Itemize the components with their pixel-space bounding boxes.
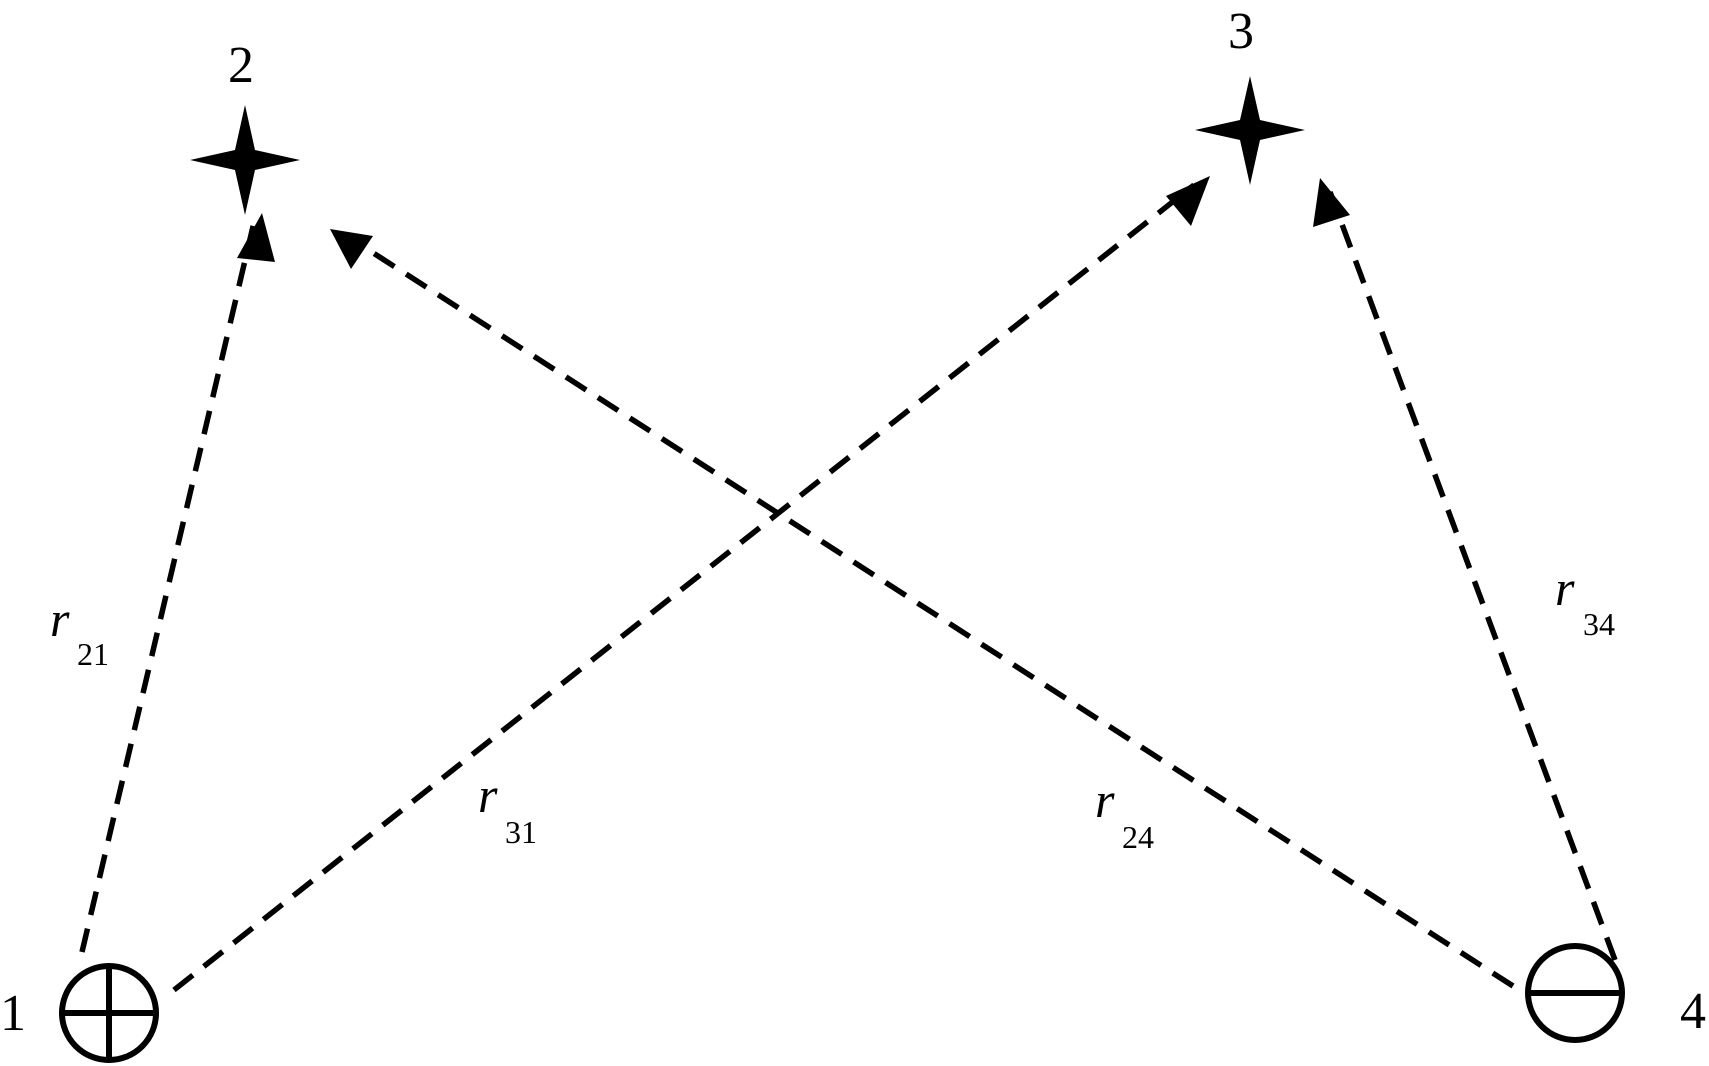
vector-r34-arrowhead xyxy=(1313,178,1350,227)
vector-r21-sub: 21 xyxy=(77,636,109,672)
vector-r21-line xyxy=(79,217,258,953)
vector-r31-label: r 31 xyxy=(478,767,537,850)
vector-r34-var: r xyxy=(1555,560,1575,616)
vector-r24-line xyxy=(348,235,1515,989)
vector-r31-line xyxy=(172,182,1196,993)
vector-r34-sub: 34 xyxy=(1583,606,1615,642)
node-1-circle-plus-icon xyxy=(59,963,159,1063)
vector-r34-label: r 34 xyxy=(1555,560,1615,642)
vector-r34-line xyxy=(1327,191,1618,961)
node-2-label: 2 xyxy=(228,37,254,94)
node-3-four-point-star-icon xyxy=(1195,76,1305,185)
node-3-label: 3 xyxy=(1228,3,1254,60)
node-4-label: 4 xyxy=(1680,983,1706,1040)
vector-r24-arrowhead xyxy=(330,229,373,269)
node-4-circle-minus-icon xyxy=(1525,943,1625,1043)
vector-r31-var: r xyxy=(478,767,498,823)
vector-r21-arrowhead xyxy=(237,213,275,262)
vector-r31-arrowhead xyxy=(1166,176,1210,226)
vector-r21-var: r xyxy=(50,591,70,647)
vector-r21-label: r 21 xyxy=(50,591,109,672)
node-1-label: 1 xyxy=(0,985,26,1042)
vector-r24-var: r xyxy=(1095,772,1115,828)
vector-r24-sub: 24 xyxy=(1122,819,1154,855)
vector-r24-label: r 24 xyxy=(1095,772,1154,855)
vector-r31-sub: 31 xyxy=(505,814,537,850)
node-2-four-point-star-icon xyxy=(190,105,300,215)
